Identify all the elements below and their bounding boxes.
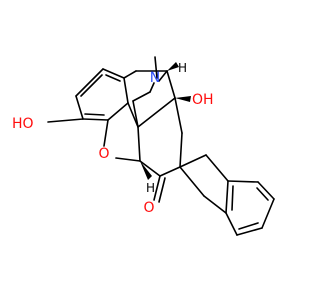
bond-n-c9 <box>158 70 168 82</box>
bond-b6-inner <box>231 185 234 211</box>
bond-spiro-c3 <box>179 166 205 197</box>
bond-c13-c5 <box>137 126 141 162</box>
bond-c3-c3a <box>203 195 227 214</box>
bond-c16-n <box>149 82 155 93</box>
bond-b2 <box>257 181 275 200</box>
bond-a1 <box>102 68 125 79</box>
bond-c13-c14 <box>137 97 176 128</box>
h-c9-label: H <box>178 61 187 75</box>
bond-spiro-c1 <box>179 154 207 168</box>
bond-a6 <box>75 68 104 97</box>
atom-labels: HO O O N OH H H <box>12 61 214 216</box>
bond-c12-c13 <box>127 102 139 128</box>
h-c5-label: H <box>146 181 155 195</box>
bond-n-me <box>154 56 158 79</box>
bond-c7-c6 <box>159 166 181 177</box>
wedge-c14-oh <box>175 96 191 102</box>
bond-co-2 <box>158 177 166 203</box>
bonds <box>47 56 275 236</box>
nitrogen-label: N <box>150 70 160 86</box>
bond-o-c5 <box>115 157 141 162</box>
bond-a4-inner <box>84 113 105 116</box>
bond-b4-inner <box>238 222 259 230</box>
bond-c6-c5 <box>139 160 161 177</box>
bond-c1-c7a <box>205 154 229 182</box>
bond-c11-c10 <box>123 70 137 79</box>
bond-c3-o <box>47 118 84 123</box>
bond-c4-o <box>103 119 109 147</box>
phenol-oh-label: HO <box>12 116 34 132</box>
bond-co-1 <box>153 175 161 201</box>
bond-c8-c7 <box>179 132 183 168</box>
ketone-o-label: O <box>143 200 154 216</box>
bond-c14-c9 <box>166 70 176 99</box>
molecule-drawing: HO O O N OH H H <box>0 0 300 300</box>
wedge-c5-h <box>140 161 152 180</box>
bond-a3 <box>107 102 129 121</box>
bond-b2-inner <box>256 187 269 201</box>
bond-b6 <box>225 180 229 214</box>
bond-c13-c15 <box>132 100 139 128</box>
bond-b3 <box>261 198 275 229</box>
structure-canvas: HO O O N OH H H <box>0 0 300 300</box>
background <box>0 0 300 300</box>
bond-c14-c8 <box>174 97 183 134</box>
bond-b5 <box>225 212 238 236</box>
bond-a1-inner <box>105 74 121 82</box>
bond-a2 <box>123 77 129 104</box>
bond-b1 <box>227 180 259 183</box>
bond-b4 <box>236 227 263 236</box>
bond-a6-inner <box>80 74 103 97</box>
ether-o-label: O <box>98 146 109 162</box>
bond-a4 <box>82 118 109 121</box>
bond-a5 <box>75 95 84 120</box>
wedge-c9-h <box>167 62 179 71</box>
tertiary-oh-label: OH <box>192 92 214 108</box>
bond-c15-c16 <box>132 91 151 102</box>
